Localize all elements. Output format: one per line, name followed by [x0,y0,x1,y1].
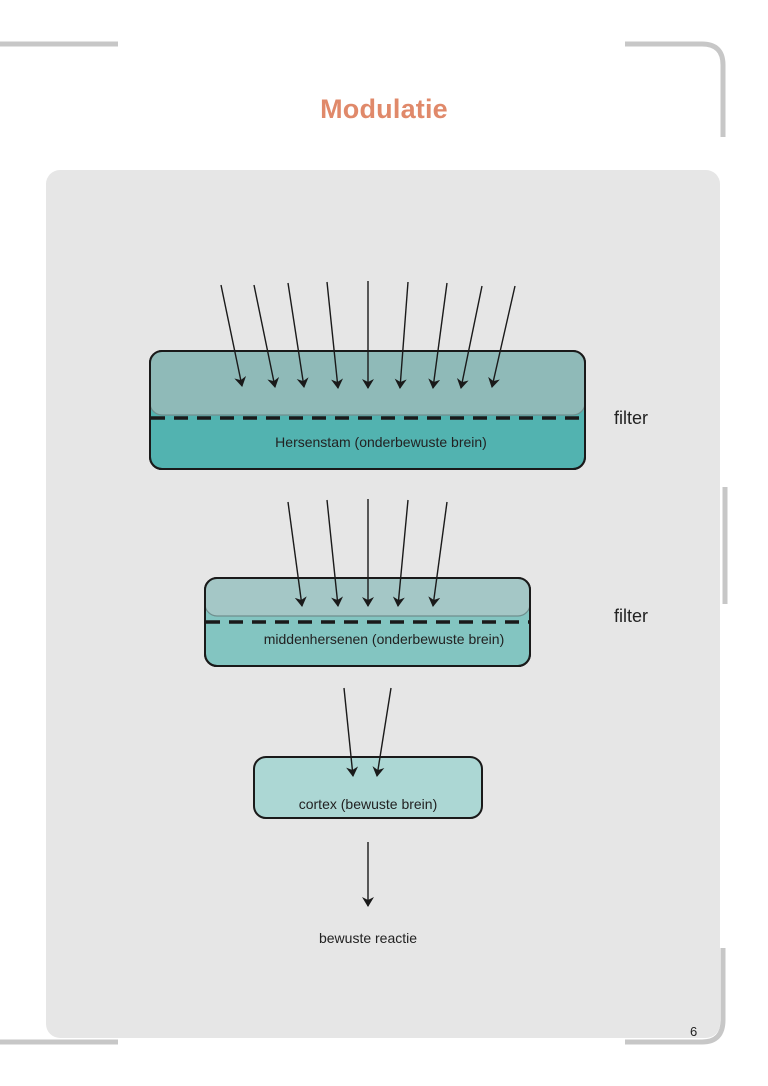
frame-corner-bottom-right [625,948,726,1045]
arrow [372,687,392,777]
arrow [326,499,344,607]
middenhersenen-label: middenhersenen (onderbewuste brein) [263,631,505,647]
input-arrows-hersenstam [220,281,516,389]
output-label: bewuste reactie [318,930,418,946]
arrow [287,501,307,607]
arrow [392,499,409,607]
hersenstam-label: Hersenstam (onderbewuste brein) [275,434,487,450]
frame-corner-top-right [625,41,726,137]
input-arrows-cortex [343,687,392,777]
arrow [326,281,344,389]
page-number: 6 [690,1024,698,1039]
filter-label-2: filter [614,606,649,626]
input-arrows-middenhersenen [287,499,448,607]
arrow [488,285,516,388]
arrow [394,281,409,389]
arrow [253,284,280,388]
cortex-box [253,756,483,819]
arrow [287,282,309,388]
arrow [428,282,448,389]
arrow [456,285,483,389]
page-title: Modulatie [320,94,448,124]
cortex-label: cortex (bewuste brein) [298,796,438,812]
arrow [428,501,448,607]
filter-label-1: filter [614,408,649,428]
arrow [343,687,359,777]
hersenstam-box [149,350,586,470]
arrow [220,284,247,387]
